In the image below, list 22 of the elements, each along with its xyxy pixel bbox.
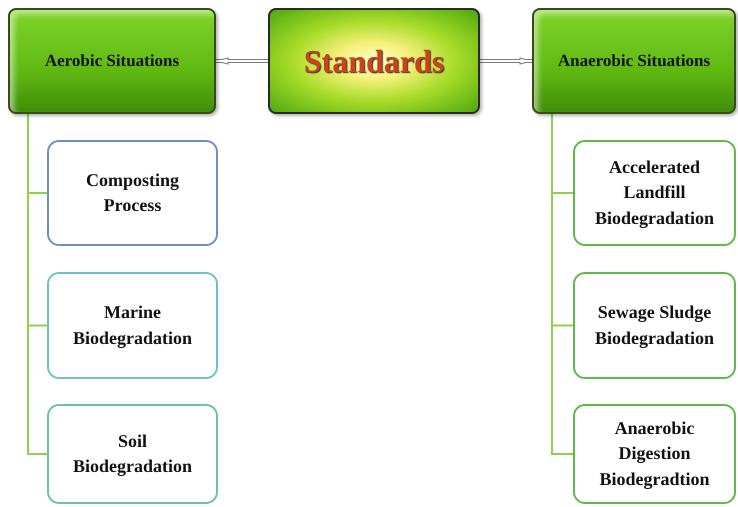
process-box [573,140,736,246]
node-label: Standards [304,42,444,81]
arrow [216,58,268,64]
process-box [47,140,218,246]
category-box [532,8,736,114]
node-label: Composting Process [84,168,180,217]
title-box [268,8,480,114]
process-box [47,272,218,379]
process-box [573,272,736,379]
connector-line [551,114,573,455]
arrow [480,58,532,64]
node-label: Marine Biodegradation [72,301,193,350]
node-label: Anaerobic Digestion Biodegradtion [598,417,710,491]
node-label: Aerobic Situations [44,50,180,72]
category-box [8,8,216,114]
node-label: Accelerated Landfill Biodegradation [594,156,715,230]
node-label: Soil Biodegradation [72,430,193,478]
connector-line [27,114,47,455]
process-box [47,404,218,504]
process-box [573,404,736,504]
node-label: Anaerobic Situations [558,50,710,72]
node-label: Sewage Sludge Biodegradation [594,301,715,350]
